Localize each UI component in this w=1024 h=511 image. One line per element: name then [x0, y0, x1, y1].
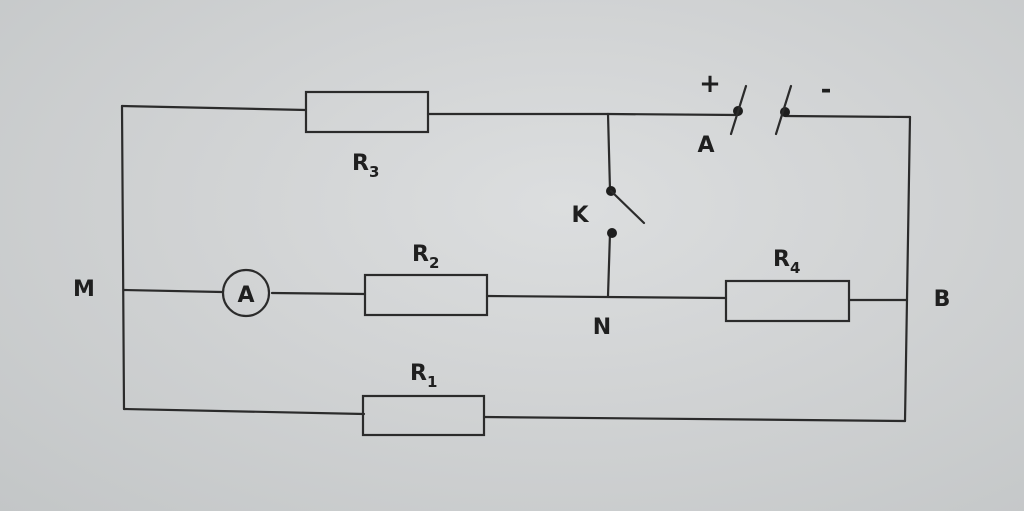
wire-mid-left: [122, 288, 224, 294]
label-r3-base: R: [352, 151, 369, 176]
label-r3: R3: [352, 151, 379, 181]
switch-k: [606, 186, 646, 238]
label-r4: R4: [773, 247, 800, 277]
ammeter-label: A: [237, 283, 254, 308]
wire-ammeter-to-r2: [270, 291, 367, 296]
switch-contact-bottom: [607, 228, 617, 238]
battery-plus-sign: +: [699, 69, 721, 99]
switch-lever: [609, 189, 646, 225]
wire-battery-to-right: [783, 114, 912, 119]
label-switch-k: K: [571, 203, 589, 228]
resistor-r2: [363, 273, 489, 317]
wire-top-left: [120, 104, 308, 112]
label-r1: R1: [410, 361, 437, 391]
wire-switch-upper: [606, 112, 612, 192]
ammeter-circle: [221, 268, 271, 318]
battery-plate-plus: [729, 84, 748, 136]
label-r4-sub: 4: [790, 259, 800, 277]
label-r2-base: R: [412, 242, 429, 267]
ammeter: A: [221, 268, 271, 318]
wire-top-to-battery: [606, 112, 740, 117]
wire-bottom-right: [482, 415, 907, 423]
label-node-n: N: [593, 315, 611, 340]
label-node-a: A: [697, 133, 714, 158]
battery-minus-sign: -: [821, 75, 832, 105]
label-node-m: M: [73, 277, 95, 302]
resistor-r1: [361, 394, 486, 437]
wire-left-rail: [120, 104, 126, 411]
label-r2-sub: 2: [429, 254, 439, 272]
battery: + -: [699, 69, 832, 136]
label-r1-sub: 1: [427, 373, 437, 391]
label-r2: R2: [412, 242, 439, 272]
label-r4-base: R: [773, 247, 790, 272]
label-node-b: B: [934, 287, 951, 312]
wires: [120, 104, 912, 423]
label-r3-sub: 3: [369, 163, 379, 181]
wire-bottom-left: [122, 407, 366, 416]
battery-plate-minus: [774, 84, 793, 136]
wire-r2-to-r4: [485, 294, 728, 300]
wire-right-rail: [903, 115, 912, 423]
resistor-r3: [304, 90, 430, 134]
wire-switch-lower: [606, 231, 612, 298]
resistor-r4: [724, 279, 851, 323]
label-r1-base: R: [410, 361, 427, 386]
